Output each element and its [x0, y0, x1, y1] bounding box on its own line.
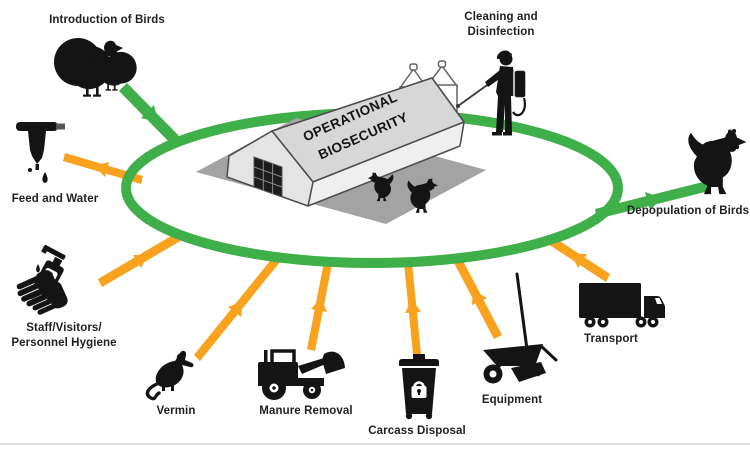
arrow-depopulation-of-birds	[595, 181, 709, 219]
arrow-staff-hygiene	[98, 232, 182, 287]
arrow-feed-and-water	[63, 153, 143, 184]
trash-bin-icon	[399, 354, 439, 420]
front-loader-icon	[258, 349, 345, 400]
label-equipment: Equipment	[481, 394, 543, 406]
rat-icon	[145, 350, 194, 401]
label-feed-and-water: Feed and Water	[11, 193, 99, 205]
label-vermin: Vermin	[156, 405, 196, 417]
water-drinker-icon	[16, 122, 65, 183]
label-transport: Transport	[584, 333, 638, 345]
label-depopulation-of-birds: Depopulation of Birds	[626, 205, 750, 217]
arrow-equipment	[453, 257, 502, 339]
arrow-introduction-of-birds	[119, 83, 182, 147]
page-baseline	[0, 443, 750, 445]
label-introduction-of-birds: Introduction of Birds	[49, 14, 165, 26]
label-cleaning-and-disinfection: Cleaning and Disinfection	[464, 11, 538, 38]
barn-illustration	[226, 77, 465, 207]
arrow-manure-removal	[307, 262, 332, 351]
arrow-carcass-disposal	[404, 263, 421, 354]
barn-door	[253, 156, 283, 198]
label-staff-visitors-personnel-hygiene: Staff/Visitors/ Personnel Hygiene	[11, 322, 117, 349]
arrow-transport	[548, 236, 610, 282]
arrow-vermin	[194, 256, 280, 361]
hand-hygiene-icon	[13, 245, 70, 319]
label-manure-removal: Manure Removal	[259, 405, 353, 417]
sprayer-person-icon	[456, 50, 527, 136]
label-carcass-disposal: Carcass Disposal	[368, 425, 466, 437]
truck-icon	[579, 283, 665, 328]
wheelbarrow-broom-icon	[483, 272, 558, 384]
